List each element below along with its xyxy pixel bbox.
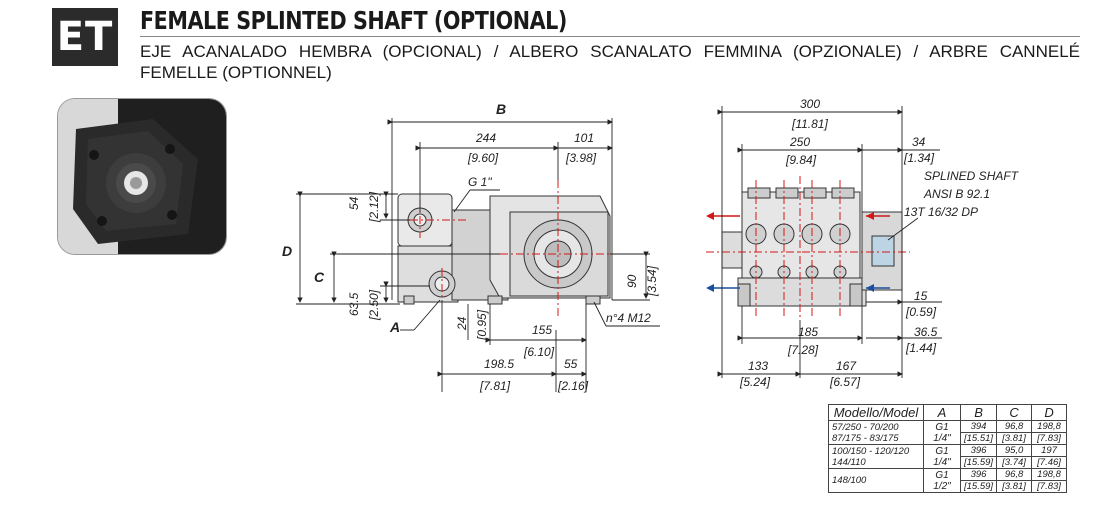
port-g1-label: G 1" — [468, 175, 492, 189]
dim-155: 155 — [532, 323, 552, 337]
cell-a: G1 1/4" — [923, 444, 961, 469]
spline-spec-line1: SPLINED SHAFT — [924, 169, 1020, 183]
dim-185-inch: [7.28] — [787, 343, 819, 357]
dim-167: 167 — [836, 359, 857, 373]
dim-24: 24 — [455, 316, 469, 331]
dim-101: 101 — [574, 131, 594, 145]
dim-90-inch: [3.54] — [645, 265, 659, 297]
dim-198-5-inch: [7.81] — [479, 379, 511, 393]
dim-90: 90 — [625, 274, 639, 288]
dim-101-inch: [3.98] — [565, 151, 597, 165]
dim-250-inch: [9.84] — [785, 153, 817, 167]
dim-250: 250 — [789, 135, 810, 149]
table-header-row: Modello/Model A B C D — [828, 404, 1068, 421]
product-photo — [57, 98, 227, 255]
header-d: D — [1031, 404, 1068, 421]
dim-15-inch: [0.59] — [905, 305, 937, 319]
header-model: Modello/Model — [828, 404, 924, 421]
cell-b: 396[15.59] — [959, 468, 998, 493]
spline-spec-line3: 13T 16/32 DP — [904, 205, 978, 219]
spline-spec-line2: ANSI B 92.1 — [923, 187, 990, 201]
dim-300: 300 — [800, 97, 820, 111]
dim-34: 34 — [912, 135, 926, 149]
dim-54-inch: [2.12] — [367, 191, 381, 223]
dim-D-label: D — [282, 243, 292, 259]
dim-198-5: 198.5 — [484, 357, 514, 371]
dim-15: 15 — [914, 289, 928, 303]
dim-63-5-inch: [2.50] — [367, 289, 381, 321]
dim-A-label: A — [389, 319, 400, 335]
left-view-dimensions — [296, 118, 660, 392]
dim-C-label: C — [314, 269, 325, 285]
header-c: C — [996, 404, 1033, 421]
dim-36-5: 36.5 — [914, 325, 938, 339]
dim-B-label: B — [496, 101, 506, 117]
cell-c: 95,0[3.74] — [996, 444, 1033, 469]
title-divider — [140, 36, 1080, 37]
header-a: A — [923, 404, 961, 421]
right-view-dimensions — [717, 106, 942, 378]
cell-c: 96,8[3.81] — [996, 420, 1033, 445]
dim-155-inch: [6.10] — [523, 345, 555, 359]
table-row: 148/100 G1 1/2" 396[15.59] 96,8[3.81] 19… — [828, 468, 1068, 493]
dim-244: 244 — [475, 131, 496, 145]
cell-d: 198,8[7.83] — [1031, 420, 1068, 445]
dim-185: 185 — [798, 325, 818, 339]
section-badge: ET — [52, 8, 118, 66]
dim-244-inch: [9.60] — [467, 151, 499, 165]
header-b: B — [959, 404, 998, 421]
cell-d: 197[7.46] — [1031, 444, 1068, 469]
dim-300-inch: [11.81] — [791, 117, 828, 131]
dim-24-inch: [0.95] — [475, 309, 489, 341]
dim-55: 55 — [564, 357, 578, 371]
cell-d: 198,8[7.83] — [1031, 468, 1068, 493]
left-view-pump — [397, 193, 611, 305]
cell-model: 148/100 — [828, 468, 924, 493]
dim-54: 54 — [347, 196, 361, 210]
dim-34-inch: [1.34] — [903, 151, 935, 165]
cell-b: 396[15.59] — [959, 444, 998, 469]
dim-167-inch: [6.57] — [829, 375, 861, 389]
dim-36-5-inch: [1.44] — [905, 341, 937, 355]
dim-55-inch: [2.16] — [557, 379, 589, 393]
cell-a: G1 1/4" — [923, 420, 961, 445]
bolt-m12-label: n°4 M12 — [606, 311, 651, 325]
cell-a: G1 1/2" — [923, 468, 961, 493]
dim-133: 133 — [748, 359, 768, 373]
cell-b: 394[15.51] — [959, 420, 998, 445]
flow-arrows — [706, 212, 890, 292]
right-view-centerlines — [706, 176, 910, 320]
page-title: FEMALE SPLINTED SHAFT (OPTIONAL) — [140, 6, 567, 35]
cell-c: 96,8[3.81] — [996, 468, 1033, 493]
page-subtitle: EJE ACANALADO HEMBRA (OPCIONAL) / ALBERO… — [140, 42, 1080, 82]
dim-133-inch: [5.24] — [739, 375, 771, 389]
dim-63-5: 63.5 — [347, 292, 361, 316]
